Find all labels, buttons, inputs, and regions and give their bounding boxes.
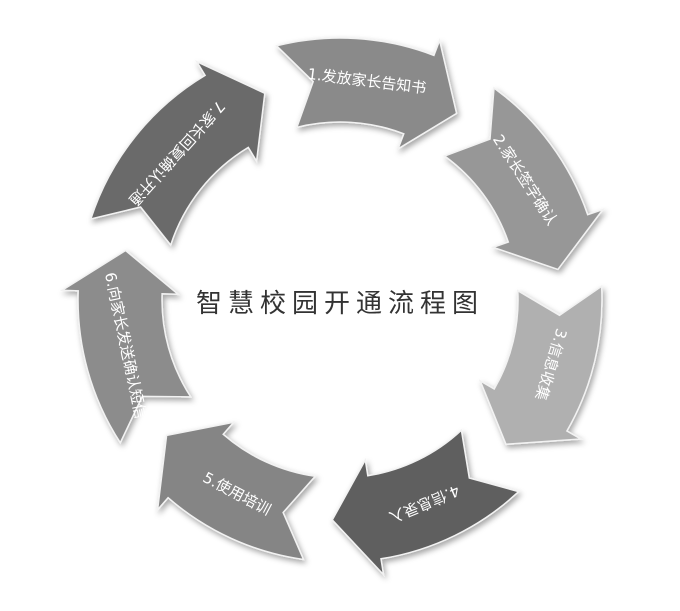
cycle-step-arrow [443, 86, 605, 271]
cycle-step-arrow [89, 59, 266, 247]
cycle-step-arrow [275, 37, 458, 151]
cycle-step-arrow [59, 249, 193, 445]
cycle-step-arrow [156, 421, 317, 561]
diagram-title: 智慧校园开通流程图 [196, 289, 484, 319]
cycle-segments [59, 37, 605, 577]
cycle-step-arrow [478, 284, 603, 446]
cycle-step-arrow [331, 428, 521, 577]
